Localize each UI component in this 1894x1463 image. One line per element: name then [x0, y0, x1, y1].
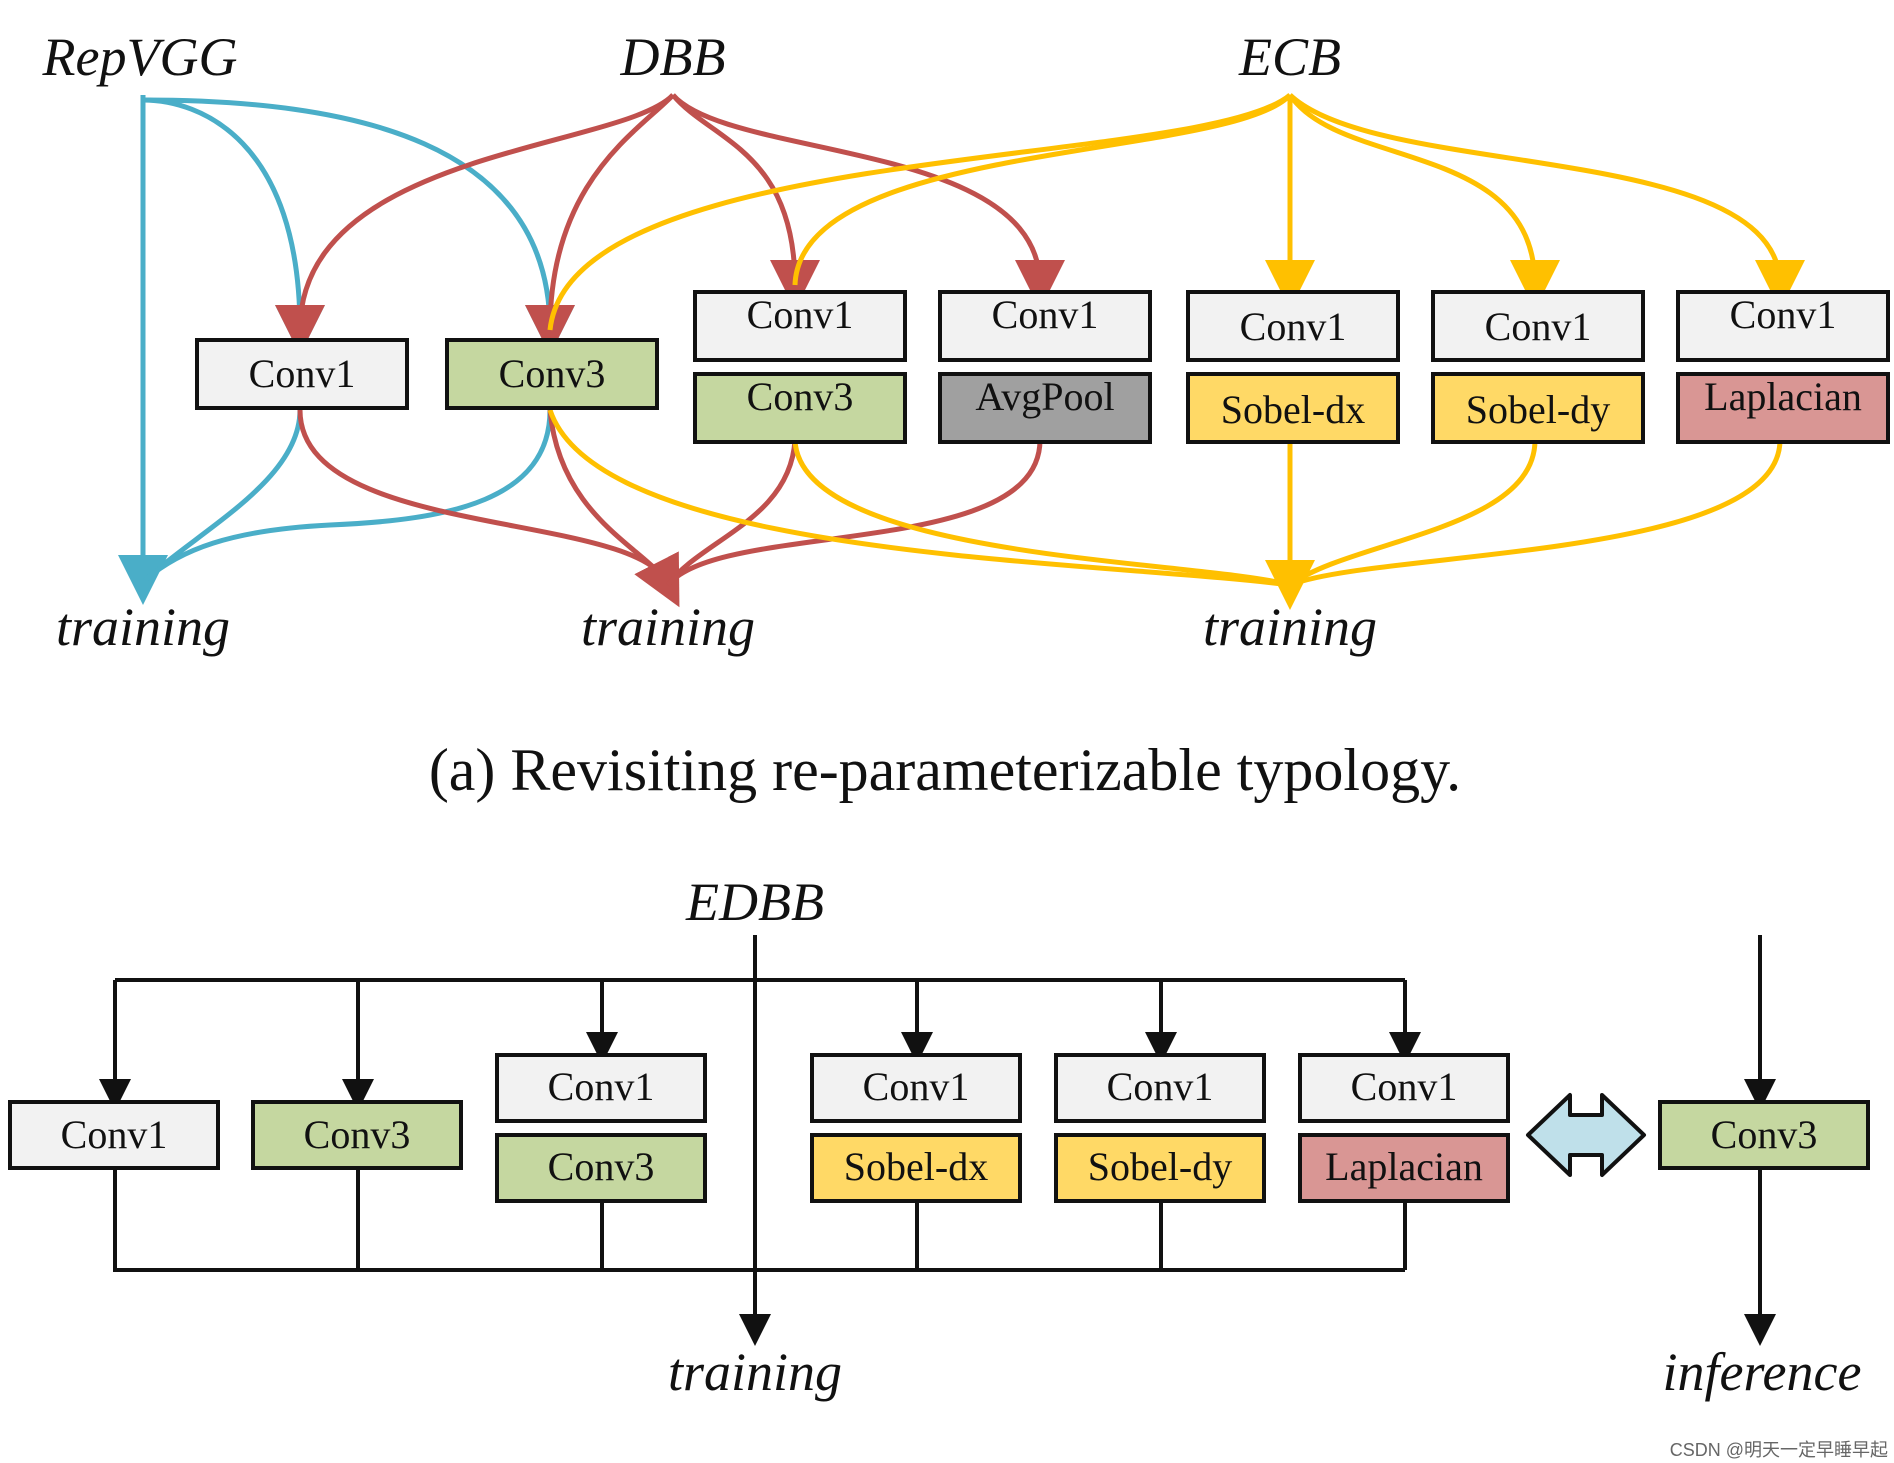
- dbb-flow-lines: [275, 93, 1065, 608]
- svg-text:Conv3: Conv3: [548, 1144, 655, 1189]
- training-label-ecb: training: [1203, 597, 1377, 657]
- svg-text:Conv3: Conv3: [1711, 1112, 1818, 1157]
- svg-text:Conv1: Conv1: [249, 351, 356, 396]
- svg-text:Conv1: Conv1: [1351, 1064, 1458, 1109]
- svg-text:Sobel-dx: Sobel-dx: [844, 1144, 988, 1189]
- svg-text:Conv3: Conv3: [304, 1112, 411, 1157]
- edbb-connector-lines: [99, 935, 1776, 1346]
- svg-text:Conv1: Conv1: [1107, 1064, 1214, 1109]
- svg-text:Conv1: Conv1: [992, 292, 1099, 337]
- repvgg-flow-lines: [118, 95, 575, 605]
- svg-text:Sobel-dy: Sobel-dy: [1466, 387, 1610, 432]
- repvgg-conv3-block: Conv3: [445, 338, 659, 410]
- edbb-training-label: training: [668, 1342, 842, 1402]
- svg-text:Laplacian: Laplacian: [1325, 1144, 1483, 1189]
- dbb-label: DBB: [620, 27, 726, 87]
- svg-text:Laplacian: Laplacian: [1704, 374, 1862, 419]
- svg-text:Conv1: Conv1: [1730, 292, 1837, 337]
- svg-text:Conv1: Conv1: [61, 1112, 168, 1157]
- ecb-label: ECB: [1238, 27, 1341, 87]
- dbb-branch-conv1-conv3: Conv1 Conv3: [693, 290, 907, 444]
- edbb-sobel-dx-branch: Conv1 Sobel-dx: [810, 1053, 1022, 1203]
- dbb-branch-conv1-avgpool: Conv1 AvgPool: [938, 290, 1152, 444]
- edbb-conv3-block: Conv3: [251, 1100, 463, 1170]
- inference-label: inference: [1663, 1342, 1862, 1402]
- edbb-sobel-dy-branch: Conv1 Sobel-dy: [1054, 1053, 1266, 1203]
- svg-text:Conv1: Conv1: [1240, 304, 1347, 349]
- svg-text:Conv1: Conv1: [548, 1064, 655, 1109]
- edbb-label: EDBB: [685, 872, 824, 932]
- training-label-repvgg: training: [56, 597, 230, 657]
- svg-text:Conv1: Conv1: [863, 1064, 970, 1109]
- svg-text:Sobel-dy: Sobel-dy: [1088, 1144, 1232, 1189]
- ecb-branch-sobel-dy: Conv1 Sobel-dy: [1431, 290, 1645, 444]
- svg-text:Sobel-dx: Sobel-dx: [1221, 387, 1365, 432]
- svg-text:Conv3: Conv3: [747, 374, 854, 419]
- inference-conv3-block: Conv3: [1658, 1100, 1870, 1170]
- caption-a: (a) Revisiting re-parameterizable typolo…: [429, 737, 1461, 803]
- training-label-dbb: training: [581, 597, 755, 657]
- svg-text:Conv1: Conv1: [747, 292, 854, 337]
- repvgg-label: RepVGG: [42, 27, 238, 87]
- ecb-branch-sobel-dx: Conv1 Sobel-dx: [1186, 290, 1400, 444]
- edbb-conv1-conv3-branch: Conv1 Conv3: [495, 1053, 707, 1203]
- svg-text:Conv3: Conv3: [499, 351, 606, 396]
- svg-text:AvgPool: AvgPool: [975, 374, 1114, 419]
- edbb-conv1-block: Conv1: [8, 1100, 220, 1170]
- svg-text:Conv1: Conv1: [1485, 304, 1592, 349]
- equivalence-double-arrow: [1526, 1093, 1646, 1177]
- repvgg-conv1-block: Conv1: [195, 338, 409, 410]
- ecb-flow-lines: [547, 93, 1805, 610]
- edbb-laplacian-branch: Conv1 Laplacian: [1298, 1053, 1510, 1203]
- watermark: CSDN @明天一定早睡早起: [1670, 1440, 1888, 1460]
- ecb-branch-laplacian: Conv1 Laplacian: [1676, 290, 1890, 444]
